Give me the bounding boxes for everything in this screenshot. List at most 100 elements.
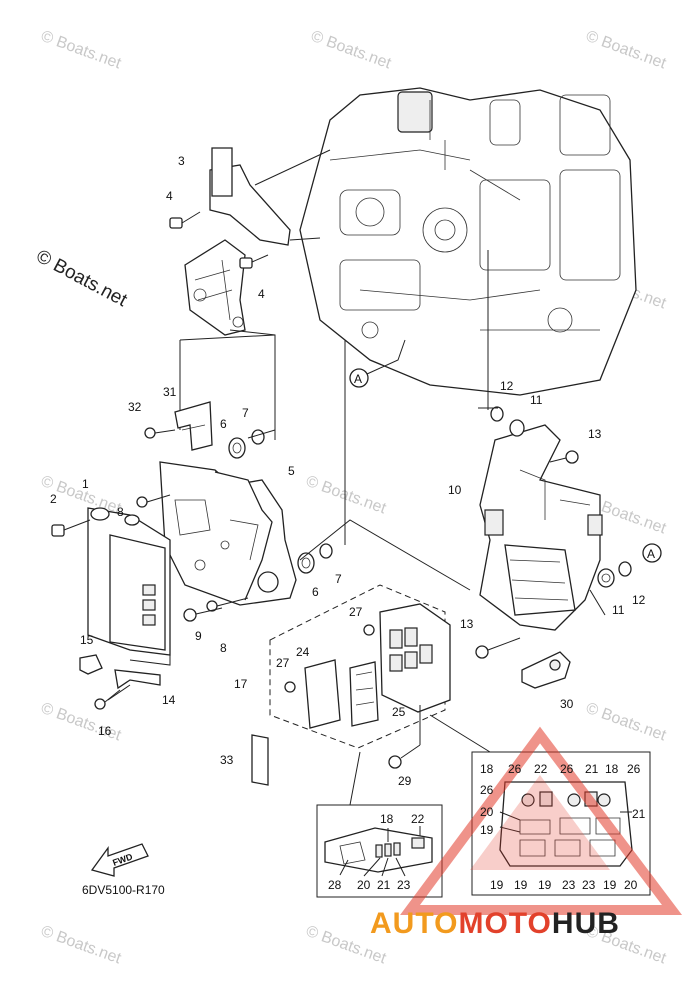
sheet-part-33: [251, 734, 269, 786]
part-label: 13: [460, 617, 474, 631]
part-label: 26: [627, 762, 641, 776]
screw-part-13-lower: [475, 637, 521, 659]
part-label: 23: [397, 878, 411, 892]
part-label: 16: [98, 724, 112, 738]
part-label: 15: [80, 633, 94, 647]
part-label: 6: [312, 585, 319, 599]
logo-triangle-icon: [400, 726, 683, 915]
callout-a-label: A: [354, 372, 362, 386]
bracket-part-10: [479, 424, 606, 631]
part-label: 29: [398, 774, 412, 788]
bolt-4-lower: [239, 254, 269, 269]
part-label: 4: [258, 287, 265, 301]
holder-part-30: [521, 651, 571, 689]
part-label: 22: [411, 812, 425, 826]
bracket-part-3: [184, 147, 291, 336]
ecu-part-1: [87, 507, 171, 656]
part-label: 18: [480, 762, 494, 776]
screw-part-27-a: [363, 624, 375, 636]
part-label: 26: [480, 783, 494, 797]
part-label: 23: [582, 878, 596, 892]
watermark: © Boats.net: [39, 28, 124, 73]
watermark: © Boats.net: [39, 923, 124, 968]
part-label: 1: [82, 477, 89, 491]
part-label: 17: [234, 677, 248, 691]
screw-part-29: [388, 744, 421, 769]
screw-part-16: [94, 689, 121, 710]
diagram-code: 6DV5100-R170: [82, 883, 165, 897]
bolt-part-2: [51, 519, 91, 537]
inset-left: [316, 804, 443, 898]
part-label: 20: [357, 878, 371, 892]
watermark: © Boats.net: [304, 473, 389, 518]
watermark: © Boats.net: [309, 28, 394, 73]
screw-part-27-b: [284, 681, 296, 693]
part-labels: 3 4 4 31 32 6 7 5 1 2 8 9 8 6 7 15 14 16…: [50, 154, 646, 788]
watermark: © Boats.net: [584, 700, 669, 745]
part-label: 6: [220, 417, 227, 431]
part-label: 4: [166, 189, 173, 203]
automotohub-logo: AUTOMOTOHUB: [370, 726, 683, 940]
part-label: 19: [603, 878, 617, 892]
collar-part-7-lower: [319, 543, 333, 559]
part-label: 3: [178, 154, 185, 168]
brand-part-3: HUB: [552, 907, 620, 940]
part-label: 22: [534, 762, 548, 776]
bracket-part-5: [159, 461, 297, 606]
part-label: 21: [585, 762, 599, 776]
part-label: 18: [605, 762, 619, 776]
part-label: 7: [335, 572, 342, 586]
cap-part-15: [79, 654, 103, 675]
part-label: 19: [514, 878, 528, 892]
part-label: 12: [632, 593, 646, 607]
inset-left-labels: 18 22 28 20 21 23: [328, 812, 425, 892]
screw-part-13-upper: [549, 450, 579, 464]
part-label: 27: [276, 656, 290, 670]
part-label: 12: [500, 379, 514, 393]
callout-a-label: A: [647, 547, 655, 561]
part-label: 21: [377, 878, 391, 892]
part-label: 18: [380, 812, 394, 826]
part-label: 25: [392, 705, 406, 719]
part-label: 26: [560, 762, 574, 776]
part-label: 11: [530, 393, 543, 407]
part-label: 27: [349, 605, 363, 619]
bolt-part-9: [183, 607, 223, 622]
fuse-box-group-17: [269, 584, 451, 749]
part-label: 19: [490, 878, 504, 892]
part-label: 9: [195, 629, 202, 643]
bolt-4-upper: [169, 211, 201, 229]
inset-right: [471, 751, 651, 896]
part-label: 7: [242, 406, 249, 420]
part-label: 20: [480, 805, 494, 819]
part-label: 30: [560, 697, 574, 711]
collar-part-12-upper: [490, 406, 504, 422]
collar-part-7-upper: [251, 429, 265, 445]
grommet-part-11-lower: [597, 568, 615, 588]
grommet-part-6-upper: [228, 437, 246, 459]
part-label: 23: [562, 878, 576, 892]
callout-a-lower: A: [642, 543, 662, 563]
part-label: 13: [588, 427, 602, 441]
part-label: 31: [163, 385, 177, 399]
part-label: 24: [296, 645, 310, 659]
part-label: 33: [220, 753, 234, 767]
bracket-part-14: [107, 655, 171, 701]
part-label: 32: [128, 400, 142, 414]
bolt-part-8-lower: [206, 597, 249, 612]
brand-wordmark: AUTOMOTOHUB: [370, 907, 620, 940]
part-label: 5: [288, 464, 295, 478]
fwd-arrow-icon: FWD: [90, 843, 149, 877]
part-label: 10: [448, 483, 462, 497]
screw-part-32: [144, 427, 176, 439]
callout-a-upper: A: [349, 368, 369, 388]
part-label: 28: [328, 878, 342, 892]
part-label: 8: [220, 641, 227, 655]
part-label: 14: [162, 693, 176, 707]
collar-part-12-lower: [618, 561, 632, 577]
part-label: 20: [624, 878, 638, 892]
grommet-part-6-lower: [297, 552, 315, 574]
part-label: 21: [632, 807, 646, 821]
part-label: 19: [480, 823, 494, 837]
